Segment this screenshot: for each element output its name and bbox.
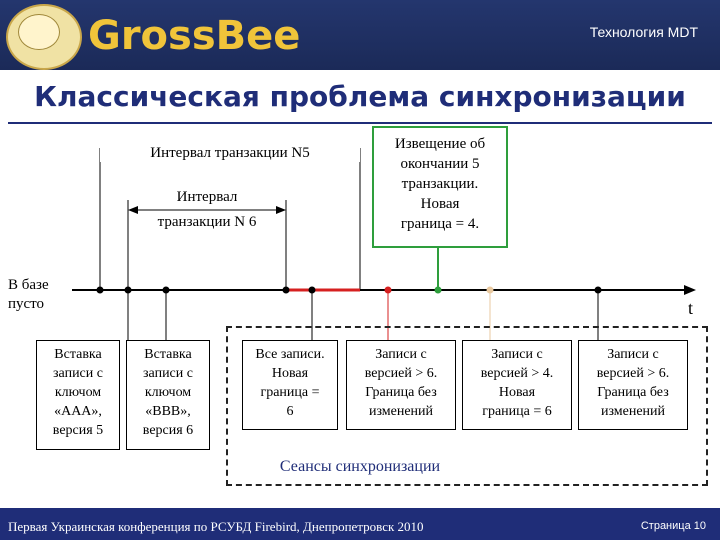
session1-line: Все записи. <box>255 347 325 362</box>
session3-line: версией > 4. <box>480 366 554 381</box>
insert-aaa-line: Вставка <box>54 347 102 362</box>
empty-db-label: В базе пусто <box>8 276 49 314</box>
timeline-point <box>282 286 290 294</box>
title-divider <box>8 122 712 124</box>
session2-line: изменений <box>368 404 434 419</box>
interval6-arrow-left-head <box>128 206 138 214</box>
insert-aaa-line: записи с <box>53 366 103 381</box>
session4-line: Записи с <box>607 347 659 362</box>
empty-db-line: В базе <box>8 277 49 293</box>
page-number: Страница 10 <box>640 520 706 532</box>
session4-line: Граница без <box>597 385 669 400</box>
insert-bbb-line: ключом <box>144 385 192 400</box>
sessions-label: Сеансы синхронизации <box>279 458 441 475</box>
interval6-arrow-right-head <box>276 206 286 214</box>
session2-line: Записи с <box>375 347 427 362</box>
sessions-container <box>226 326 708 486</box>
session3-line: Записи с <box>491 347 543 362</box>
insert-bbb-line: «BBB», <box>145 404 191 419</box>
insert-aaa-line: ключом <box>54 385 102 400</box>
insert-bbb-line: Вставка <box>144 347 192 362</box>
session2-line: Граница без <box>365 385 437 400</box>
session4-line: версией > 6. <box>596 366 670 381</box>
insert-aaa-box: Вставка записи с ключом «ААА», версия 5 <box>36 340 120 450</box>
logo-text: GrossBee <box>88 13 301 59</box>
notice-line: окончании 5 <box>400 156 480 172</box>
session1-line: Новая <box>271 366 309 381</box>
session1-line: 6 <box>286 404 294 419</box>
notice-line: транзакции. <box>401 176 479 192</box>
notice-line: Извещение об <box>394 136 486 152</box>
session3-line: Новая <box>498 385 536 400</box>
insert-bbb-line: записи с <box>143 366 193 381</box>
session3-box: Записи с версией > 4. Новая граница = 6 <box>462 340 572 430</box>
interval5-label: Интервал транзакции N5 <box>100 144 360 162</box>
time-axis-arrowhead <box>684 285 696 295</box>
insert-bbb-line: версия 6 <box>142 423 194 438</box>
insert-aaa-line: версия 5 <box>52 423 104 438</box>
session4-line: изменений <box>600 404 666 419</box>
slide-title: Классическая проблема синхронизации <box>34 80 686 113</box>
interval6-label-line1: Интервал <box>176 189 238 205</box>
session1-line: граница = <box>260 385 320 400</box>
session2-box: Записи с версией > 6. Граница без измене… <box>346 340 456 430</box>
footer-conference: Первая Украинская конференция по РСУБД F… <box>8 519 424 534</box>
session1-box: Все записи. Новая граница = 6 <box>242 340 338 430</box>
time-axis-label: t <box>688 298 694 318</box>
notice-line: граница = 4. <box>400 216 480 232</box>
session4-box: Записи с версией > 6. Граница без измене… <box>578 340 688 430</box>
notice-line: Новая <box>420 196 460 212</box>
footer-bar <box>0 508 720 540</box>
header-subtitle: Технология MDT <box>589 24 698 40</box>
interval6-label-line2: транзакции N 6 <box>157 214 257 230</box>
session2-line: версией > 6. <box>364 366 438 381</box>
empty-db-line: пусто <box>8 296 45 312</box>
session3-line: граница = 6 <box>482 404 552 419</box>
header-bar <box>0 0 720 70</box>
transaction-notice-box: Извещение об окончании 5 транзакции. Нов… <box>372 126 508 248</box>
insert-bbb-box: Вставка записи с ключом «BBB», версия 6 <box>126 340 210 450</box>
insert-aaa-line: «ААА», <box>54 404 102 419</box>
bee-icon <box>18 14 60 50</box>
timeline-point <box>96 286 104 294</box>
